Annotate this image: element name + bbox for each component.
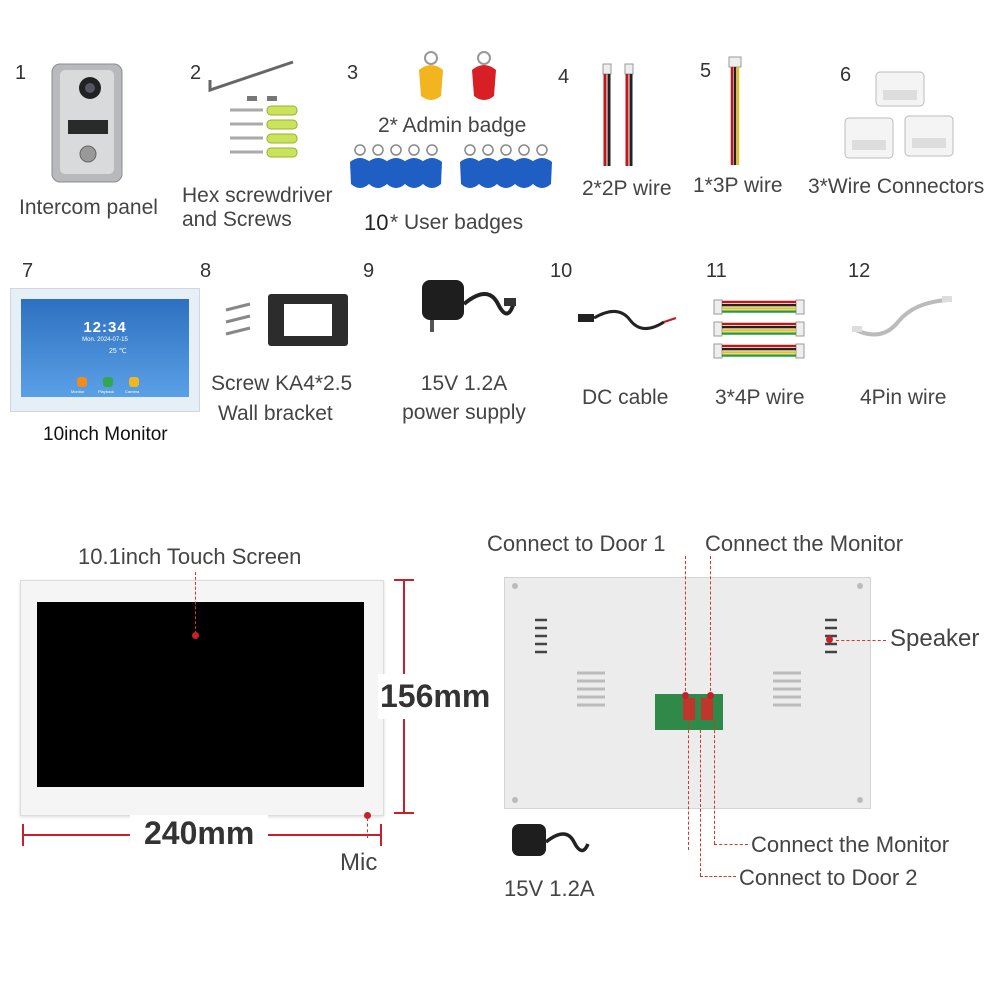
2p-wire-image — [597, 62, 639, 168]
4pin-wire-image — [852, 292, 952, 342]
badge-ring-icon — [390, 144, 402, 156]
item-number: 8 — [200, 260, 212, 282]
screws-and-bracket-image — [218, 290, 353, 350]
power-adapter-image — [510, 818, 590, 874]
item-label: 3*4P wire — [715, 386, 805, 409]
item-number: 6 — [840, 64, 852, 86]
badge-ring-icon — [372, 144, 384, 156]
item-number: 3 — [347, 62, 359, 84]
connect-monitor-top-label: Connect the Monitor — [705, 531, 904, 556]
badge-ring-icon — [408, 144, 420, 156]
item-label: 3*Wire Connectors — [808, 175, 985, 198]
user-badge-icon — [386, 158, 406, 188]
4p-wire-image — [710, 298, 808, 360]
item-label: 2*2P wire — [582, 177, 672, 200]
date-text: Mon. 2024-07-15 — [82, 337, 128, 343]
item-label: DC cable — [582, 386, 669, 409]
user-badges-image — [346, 140, 566, 196]
item-number: 9 — [363, 260, 375, 282]
badge-ring-icon — [536, 144, 548, 156]
item-label: 1*3P wire — [693, 174, 783, 197]
connector-plug — [795, 299, 805, 315]
item-label-count: 10 — [364, 210, 389, 235]
item-label: Hex screwdriver — [182, 184, 333, 207]
badge-ring-icon — [500, 144, 512, 156]
power-supply-image — [418, 274, 518, 344]
camera-app-icon — [129, 377, 139, 387]
badge-ring-icon — [482, 144, 494, 156]
connector-plug — [713, 343, 723, 359]
connect-door1-label: Connect to Door 1 — [487, 531, 666, 556]
app-label: Monitor — [71, 389, 85, 394]
dc-cable-image — [578, 300, 678, 340]
item-number: 2 — [190, 62, 202, 84]
intercom-panel-image — [50, 62, 124, 184]
temp-text: 25 ℃ — [109, 348, 127, 355]
item-label: 15V 1.2A — [420, 372, 508, 395]
item-label-line2: power supply — [402, 401, 526, 424]
screwdriver-and-screws-image — [205, 58, 300, 158]
badge-ring-icon — [426, 144, 438, 156]
item-label: 2* Admin badge — [378, 114, 527, 137]
admin-badge-icon — [414, 48, 524, 108]
item-number: 4 — [558, 66, 570, 88]
item-number: 5 — [700, 60, 712, 82]
clock-text: 12:34 — [83, 319, 127, 336]
item-number: 7 — [22, 260, 34, 282]
mic-label: Mic — [340, 849, 378, 876]
item-label-line3: * User badges — [390, 211, 524, 234]
item-label: Screw KA4*2.5 — [211, 372, 353, 395]
badge-ring-icon — [464, 144, 476, 156]
speaker-label: Speaker — [890, 625, 980, 652]
app-label: Playback — [98, 389, 115, 394]
connect-monitor-bottom-label: Connect the Monitor — [751, 832, 950, 857]
connect-door2-label: Connect to Door 2 — [739, 865, 918, 890]
connector-plug — [795, 343, 805, 359]
item-number: 12 — [848, 260, 871, 282]
monitor-screen: 12:34 Mon. 2024-07-15 25 ℃ Monitor Playb… — [21, 299, 189, 397]
width-label: 240mm — [130, 815, 269, 852]
item-label: Intercom panel — [19, 196, 158, 219]
item-number: 11 — [706, 260, 727, 282]
user-badge-icon — [404, 158, 424, 188]
monitor-front — [20, 580, 384, 816]
height-label: 156mm — [378, 674, 493, 719]
item-label-line2: Wall bracket — [218, 402, 333, 425]
badge-ring-icon — [518, 144, 530, 156]
monitor-image: 12:34 Mon. 2024-07-15 25 ℃ Monitor Playb… — [10, 288, 200, 412]
connector-plug — [713, 321, 723, 337]
item-number: 1 — [15, 62, 27, 84]
user-badge-icon — [422, 158, 442, 188]
touch-screen-label: 10.1inch Touch Screen — [78, 544, 302, 569]
user-badge-icon — [496, 158, 516, 188]
badge-ring-icon — [354, 144, 366, 156]
connector-plug — [713, 299, 723, 315]
user-badge-icon — [478, 158, 498, 188]
connector-plug — [795, 321, 805, 337]
playback-app-icon — [103, 377, 113, 387]
wire-connectors-image — [843, 68, 958, 166]
user-badge-icon — [460, 158, 480, 188]
app-label: Camera — [125, 389, 140, 394]
user-badge-icon — [514, 158, 534, 188]
touch-screen — [37, 602, 364, 787]
psu-label: 15V 1.2A — [504, 876, 595, 901]
monitor-app-icon — [77, 377, 87, 387]
item-label-line2: and Screws — [182, 208, 292, 231]
user-badge-icon — [368, 158, 388, 188]
3p-wire-image — [727, 55, 743, 167]
item-label: 4Pin wire — [860, 386, 947, 409]
item-number: 10 — [550, 260, 573, 282]
user-badge-icon — [350, 158, 370, 188]
item-label: 10inch Monitor — [43, 424, 168, 445]
user-badge-icon — [532, 158, 552, 188]
